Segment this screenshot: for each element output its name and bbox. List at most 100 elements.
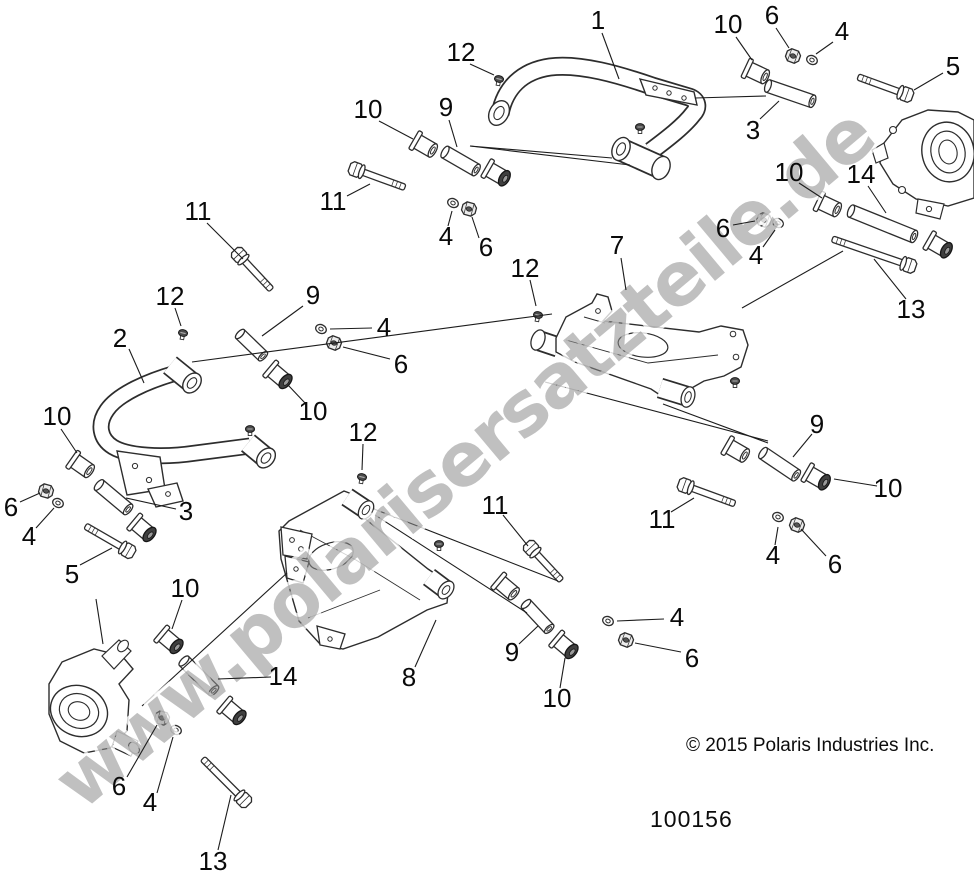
fastener-washer	[806, 54, 818, 66]
fastener-bushd	[800, 462, 831, 491]
callout-label-6: 6	[716, 213, 730, 243]
callout-label-6: 6	[112, 771, 126, 801]
callout-label-4: 4	[439, 221, 453, 251]
callout-label-1: 1	[591, 5, 605, 35]
assembly-reference-line	[544, 381, 769, 442]
copyright-text: © 2015 Polaris Industries Inc.	[686, 735, 934, 756]
fastener-bush	[490, 571, 520, 601]
fastener-washer	[315, 323, 327, 335]
callout-label-11: 11	[320, 186, 347, 216]
callout-label-13: 13	[199, 846, 228, 876]
assembly-reference-line	[469, 145, 613, 159]
fastener-bolt	[676, 477, 737, 507]
assembly-reference-line	[95, 598, 104, 645]
assembly-reference-line	[374, 514, 528, 614]
fastener-tube	[763, 79, 817, 109]
parts-layer	[48, 56, 974, 757]
callout-label-11: 11	[482, 490, 509, 520]
callout-label-11: 11	[185, 196, 212, 226]
callout-label-14: 14	[847, 159, 876, 189]
fastener-screw	[356, 473, 368, 485]
callout-leader-line	[174, 307, 182, 327]
callout-label-13: 13	[897, 294, 926, 324]
fastener-bushd	[262, 359, 293, 390]
callout-leader-line	[620, 257, 627, 291]
callout-leader-line	[913, 72, 944, 91]
callout-leader-line	[125, 497, 177, 510]
fastener-bushd	[216, 695, 247, 726]
callout-label-3: 3	[179, 496, 193, 526]
fastener-nut	[153, 710, 171, 726]
assembly-reference-line	[469, 145, 631, 166]
callout-leader-line	[378, 120, 414, 140]
callout-leader-line	[502, 514, 529, 547]
callout-label-4: 4	[749, 240, 763, 270]
assembly-reference-line	[662, 403, 769, 444]
rear-control-arm-left-drawing	[278, 488, 455, 650]
callout-label-6: 6	[394, 349, 408, 379]
fastener-bolt	[200, 756, 253, 809]
callout-leader-line	[792, 433, 813, 458]
callout-label-10: 10	[714, 9, 743, 39]
callout-label-6: 6	[765, 0, 779, 30]
assembly-reference-line	[741, 250, 844, 309]
fastener-washer	[772, 511, 784, 523]
callout-label-10: 10	[299, 396, 328, 426]
callout-label-11: 11	[649, 504, 676, 534]
fastener-screw	[729, 377, 741, 388]
callout-leader-line	[873, 258, 907, 300]
callout-leader-line	[798, 182, 823, 199]
context-lines-layer	[95, 95, 844, 707]
callout-leader-line	[670, 497, 695, 513]
callout-label-14: 14	[269, 661, 298, 691]
callout-leader-line	[867, 185, 887, 214]
rear-control-arm-right-drawing	[530, 293, 749, 408]
fastener-screw	[244, 425, 256, 436]
callout-label-4: 4	[766, 540, 780, 570]
callout-label-9: 9	[439, 92, 453, 122]
upper-control-arm-right-drawing	[487, 56, 707, 181]
callout-leader-line	[775, 27, 790, 49]
callout-leader-line	[762, 229, 776, 248]
fastener-nut	[460, 201, 478, 217]
callout-leader-line	[759, 100, 780, 120]
callout-label-9: 9	[306, 280, 320, 310]
callout-leader-line	[529, 279, 537, 307]
fastener-bolt	[347, 161, 407, 191]
fastener-screw	[493, 75, 505, 87]
callout-leader-line	[217, 676, 272, 680]
part-number: 100156	[650, 806, 733, 832]
callout-leader-line	[616, 618, 665, 622]
callout-leader-line	[217, 794, 232, 851]
fastener-nut	[788, 517, 806, 533]
upper-control-arm-left-drawing	[92, 356, 277, 508]
fastener-nut	[617, 632, 635, 648]
callout-leader-line	[126, 724, 158, 778]
callout-leader-line	[156, 736, 174, 794]
callout-label-10: 10	[874, 473, 903, 503]
fastener-washer	[52, 497, 64, 509]
fastener-washer	[602, 615, 614, 627]
callout-leader-line	[35, 507, 55, 529]
callout-label-7: 7	[610, 230, 624, 260]
callout-label-6: 6	[828, 549, 842, 579]
fastener-tube	[757, 446, 802, 482]
callout-leader-line	[342, 346, 391, 360]
fastener-tube	[846, 204, 919, 244]
callout-leader-line	[261, 305, 304, 337]
callout-label-5: 5	[65, 559, 79, 589]
callout-label-9: 9	[505, 637, 519, 667]
fastener-washer	[772, 217, 784, 229]
callout-leader-line	[329, 327, 373, 330]
callout-label-5: 5	[946, 51, 960, 81]
callout-leader-line	[601, 32, 620, 80]
fastener-bush	[812, 190, 843, 218]
callout-leader-line	[414, 619, 437, 668]
callout-label-2: 2	[113, 323, 127, 353]
callout-leader-line	[447, 210, 453, 227]
bearing-carrier-left-drawing	[48, 639, 140, 757]
callout-leader-line	[518, 625, 539, 645]
fastener-nut	[784, 48, 802, 64]
